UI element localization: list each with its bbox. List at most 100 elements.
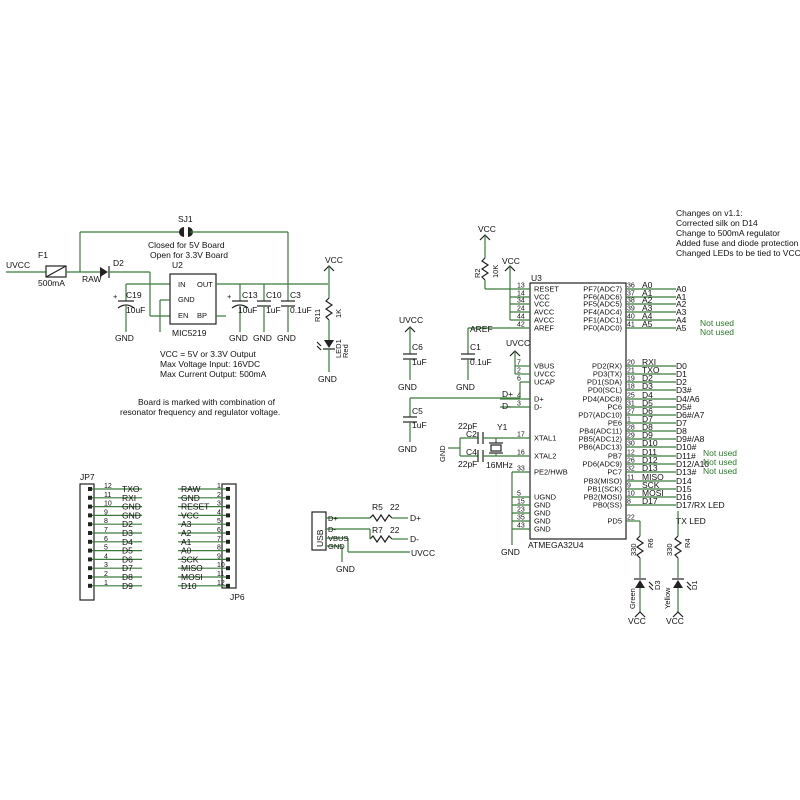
uvcc-input-label: UVCC [6, 260, 30, 270]
r2-label: R2 [473, 268, 482, 278]
mcu-right-pin-number: 10 [627, 491, 635, 498]
jp7-pin-number: 7 [104, 527, 108, 534]
jp7-pin-number: 11 [104, 492, 111, 499]
c3-value: 0.1uF [290, 305, 312, 315]
svg-text:+: + [113, 292, 118, 301]
mcu-right-pin-number: 25 [627, 393, 635, 400]
usb-label: USB [315, 529, 325, 547]
c13-gnd: GND [229, 333, 248, 343]
jp7-pin-net: GND [122, 510, 141, 520]
mcu-right-pin-label: D9#/A8 [676, 434, 705, 444]
d1-vcc: VCC [666, 616, 684, 626]
mcu-left-pin-number: 2 [517, 368, 521, 375]
jp6-pin-pad [226, 487, 230, 491]
jp6-pin-net: SCK [181, 554, 199, 564]
mcu-right-pin-name: PD4(ADC8) [582, 395, 622, 404]
sj1-note-closed: Closed for 5V Board [148, 240, 225, 250]
d1-color: Yellow [663, 587, 672, 609]
resistor-r11: R11 1K [313, 297, 343, 322]
mcu-left-pin-name: VCC [534, 300, 550, 309]
mcu-left-pin-name: GND [534, 525, 551, 534]
jp6-pin-number: 11 [217, 571, 224, 578]
c5-label: C5 [412, 406, 423, 416]
mcu-left-pin-number: 42 [517, 322, 525, 329]
jp7-pin-number: 10 [104, 501, 112, 508]
mcu-right-pin-name: PD2(RX) [592, 362, 623, 371]
jp7-pin-number: 5 [104, 545, 108, 552]
c6-label: C6 [412, 342, 423, 352]
mcu-right-pin-label: D17/RX LED [676, 500, 725, 510]
mcu-left-pin-name: D+ [534, 395, 544, 404]
change-note-1: Corrected silk on D14 [676, 218, 758, 228]
change-notes-title: Changes on v1.1: [676, 208, 743, 218]
mcu-left-pin-number: 16 [517, 450, 525, 457]
mcu-left-pin-number: 7 [517, 360, 521, 367]
mcu-right-pin-net: D8 [642, 422, 653, 432]
mcu-left-pin-name: UCAP [534, 378, 555, 387]
jp7-pin-pad [88, 487, 92, 491]
jp7-pin-number: 4 [104, 553, 108, 560]
mcu-left-pin-number: 6 [517, 376, 521, 383]
c1-gnd: GND [456, 382, 475, 392]
jp6-pin-net: MISO [181, 563, 203, 573]
jp6-pin-net: RAW [181, 484, 201, 494]
mcu-right-pin-net: D2 [642, 373, 653, 383]
jp6-pin-net: VCC [181, 510, 199, 520]
mcu-right-pin-label: D12/A10 [676, 459, 709, 469]
mcu-left-pin-number: 13 [517, 283, 525, 290]
mcu-right-pin-label: A0 [676, 284, 687, 294]
mcu-right-pin-label: D10# [676, 442, 697, 452]
jp6-pin-pad [226, 583, 230, 588]
mcu-right-pin-name: PB1(SCK) [587, 485, 622, 494]
mcu-right-pin-label: A1 [676, 292, 687, 302]
c1-label: C1 [470, 342, 481, 352]
mcu-right-pin-net: A5 [642, 319, 653, 329]
fuse-f1-rating: 500mA [38, 278, 65, 288]
mcu-left-pin-name: XTAL1 [534, 434, 556, 443]
mcu-right-pin-name: PD6(ADC9) [582, 460, 622, 469]
c3-gnd: GND [277, 333, 296, 343]
vcc-mcu-label: VCC [502, 256, 520, 266]
jp7-pin-number: 9 [104, 509, 108, 516]
jp7-pin-net: GND [122, 502, 141, 512]
jp6-pin-pad [226, 513, 230, 518]
mcu-right-pin-name: PE6 [608, 419, 622, 428]
u2-part: MIC5219 [172, 328, 207, 338]
mcu-left-pin-name: RESET [534, 285, 559, 294]
usb-uvcc: UVCC [411, 548, 435, 558]
jp7-pin-number: 6 [104, 536, 108, 543]
board-note-2: resonator frequency and regulator voltag… [120, 407, 280, 417]
mcu-right-pin-label: D1 [676, 369, 687, 379]
fuse-f1-label: F1 [38, 250, 48, 260]
jp6-pin-net: D10 [181, 581, 197, 591]
not-used-d13: Not used [703, 466, 737, 476]
jp7-pin-number: 2 [104, 571, 108, 578]
u2-pin-bp: BP [197, 311, 207, 320]
mcu-left-pin-number: 34 [517, 298, 525, 305]
mcu-left-pin-number: 33 [517, 466, 525, 473]
mcu-right-pin-name: PB5(ADC12) [579, 435, 623, 444]
mcu-right-pin-number: 19 [627, 376, 635, 383]
jp6-pin-net: A0 [181, 546, 192, 556]
jp6-pin-pad [226, 548, 230, 553]
jp6-pin-number: 4 [217, 509, 221, 516]
mcu-u3-body [529, 282, 627, 540]
jp6-pin-net: GND [181, 493, 200, 503]
jp7-pin-number: 8 [104, 518, 108, 525]
mcu-right-pin-name: PF5(ADC5) [583, 300, 622, 309]
mcu-right-pin-label: A5 [676, 323, 687, 333]
mcu-right-pin-label: D7 [676, 418, 687, 428]
not-used-a4: Not used [700, 318, 734, 328]
capacitor-c13: + C13 10uF GND [227, 284, 258, 343]
mcu-right-pin-number: 29 [627, 433, 635, 440]
mcu-right-pin-net: D7 [642, 414, 653, 424]
mcu-right-pin-label: D14 [676, 476, 692, 486]
c13-value: 10uF [238, 305, 257, 315]
u2-label: U2 [172, 260, 183, 270]
jp6-pin-pad [226, 557, 230, 562]
mcu-right-pin-number: 38 [627, 298, 635, 305]
usb-out-dminus: D- [410, 534, 419, 544]
y1-value: 16MHz [486, 460, 513, 470]
usb-gnd: GND [336, 564, 355, 574]
